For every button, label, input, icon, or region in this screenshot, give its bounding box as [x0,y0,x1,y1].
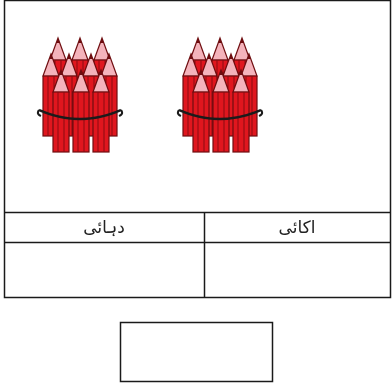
pencil-bundle-icon [178,38,262,152]
pencil-bundle-icon [38,38,122,152]
total-answer-box[interactable] [119,321,274,383]
answer-ones-field[interactable] [206,244,389,296]
header-ones: اکائی [279,218,316,238]
header-tens: دہائی [83,218,125,238]
answer-tens-field[interactable] [6,244,203,296]
